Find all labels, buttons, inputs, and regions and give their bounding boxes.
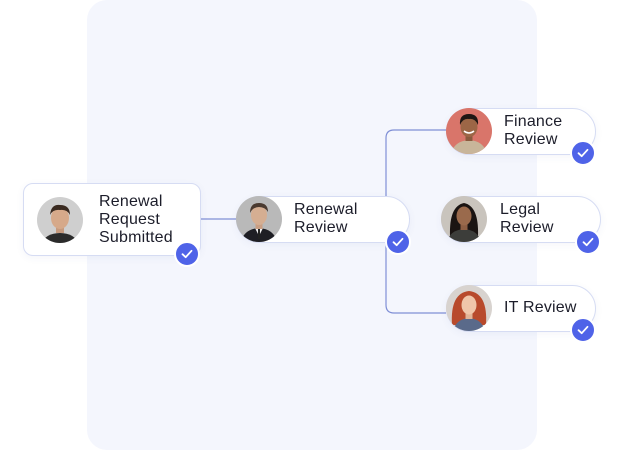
node-label: Finance Review: [504, 113, 563, 148]
avatar-finance-reviewer: [446, 108, 492, 154]
node-label: Renewal Review: [294, 201, 358, 236]
node-label: Renewal Request Submitted: [99, 193, 173, 246]
connector-review-to-it: [385, 219, 446, 314]
check-icon: [570, 317, 596, 343]
check-icon: [575, 229, 601, 255]
avatar-renewal-reviewer: [236, 196, 282, 242]
check-icon: [570, 140, 596, 166]
node-renewal-request-submitted[interactable]: Renewal Request Submitted: [23, 183, 201, 256]
check-icon: [385, 229, 411, 255]
avatar-legal-reviewer: [441, 196, 487, 242]
node-legal-review[interactable]: Legal Review: [441, 196, 601, 243]
avatar-it-reviewer: [446, 285, 492, 331]
node-label: IT Review: [504, 299, 577, 316]
avatar-requester: [37, 197, 83, 243]
connector-review-to-finance: [385, 129, 446, 220]
node-label: Legal Review: [500, 201, 554, 236]
node-renewal-review[interactable]: Renewal Review: [236, 196, 410, 243]
check-icon: [174, 241, 200, 267]
